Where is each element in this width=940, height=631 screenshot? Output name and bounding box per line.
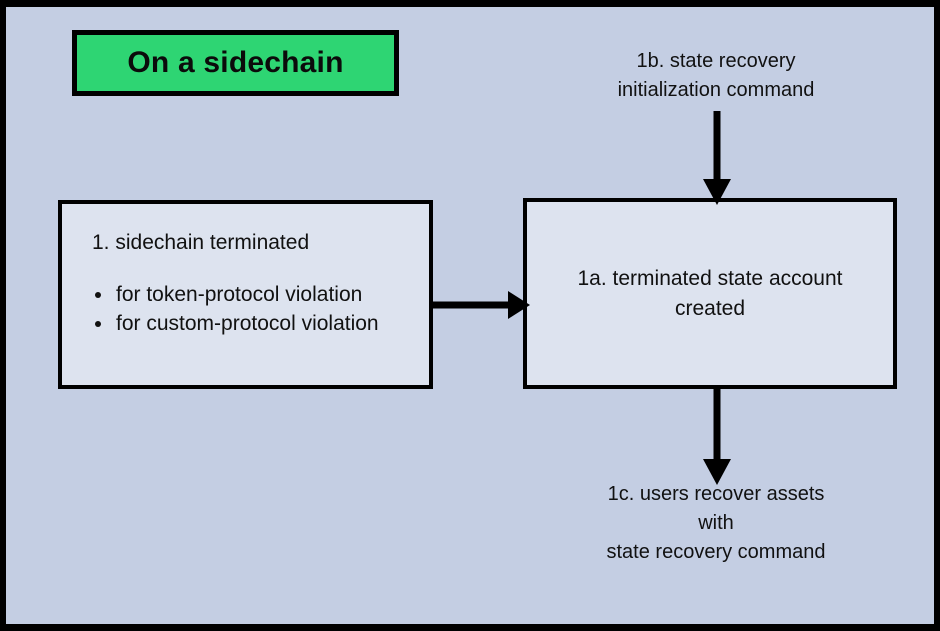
list-item-label: for token-protocol violation: [116, 283, 363, 307]
list-item-label: for custom-protocol violation: [116, 312, 379, 336]
arrow-terminated-to-account-icon: [430, 289, 530, 321]
label-users-recover-assets: 1c. users recover assets with state reco…: [606, 483, 826, 563]
bullet-dot-icon: [95, 292, 101, 299]
arrow-init-to-account-icon: [701, 111, 733, 205]
box-terminated-state-account: 1a. terminated state account created: [523, 198, 897, 389]
box-sidechain-terminated: 1. sidechain terminated for token-protoc…: [58, 200, 433, 389]
termination-reason-list: for token-protocol violation for custom-…: [88, 281, 411, 338]
section-banner: On a sidechain: [72, 30, 399, 96]
box-label-terminated-state-account: 1a. terminated state account created: [577, 266, 843, 320]
banner-label: On a sidechain: [127, 46, 344, 79]
label-state-recovery-initialization-command: 1b. state recovery initialization comman…: [617, 50, 815, 101]
box-heading-sidechain-terminated: 1. sidechain terminated: [92, 231, 310, 254]
list-item: for token-protocol violation: [88, 281, 411, 309]
arrow-account-to-recover-icon: [701, 389, 733, 485]
bullet-dot-icon: [95, 321, 101, 328]
list-item: for custom-protocol violation: [88, 310, 411, 338]
